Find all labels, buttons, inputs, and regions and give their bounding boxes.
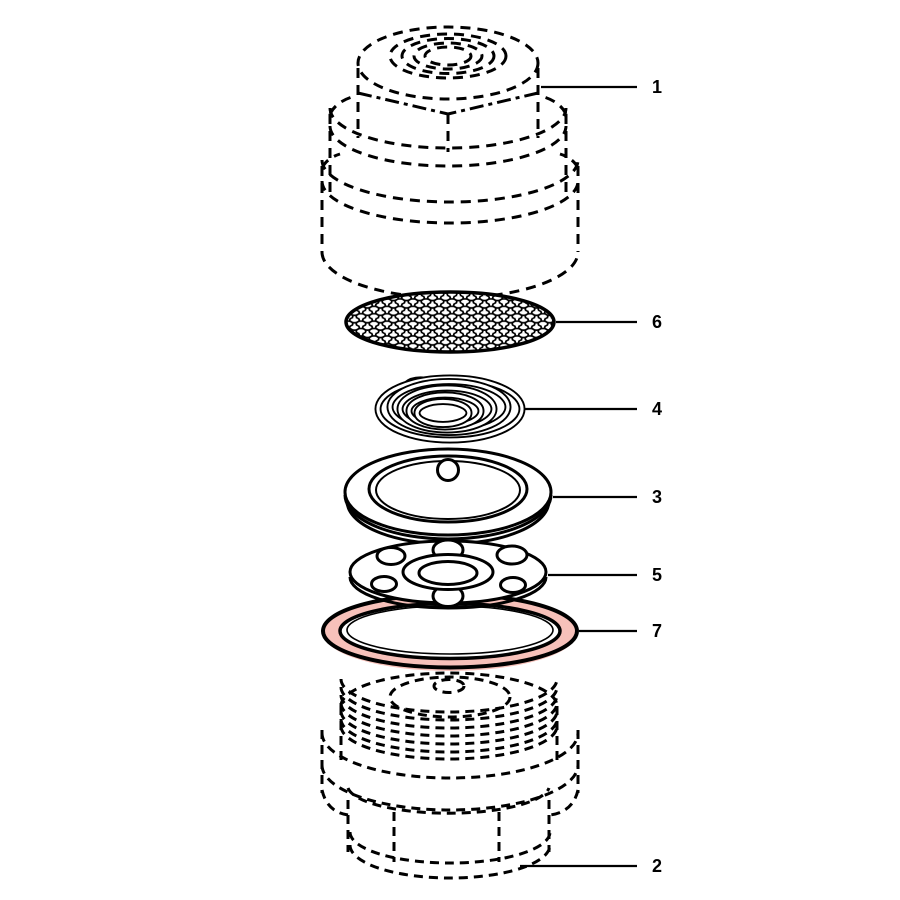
thread-bore-ring xyxy=(412,41,484,71)
plate-hole xyxy=(375,546,407,566)
plate-hole xyxy=(495,544,529,566)
hex-bottom-arc xyxy=(348,831,552,865)
leader-lines xyxy=(520,85,637,868)
step2-band-arc xyxy=(320,159,580,204)
thread-arc xyxy=(339,725,559,761)
plate-hole xyxy=(499,576,527,594)
shoulder-left-transition xyxy=(320,789,349,817)
hex-facet-line xyxy=(447,91,539,116)
o-ring-inner-contour xyxy=(346,605,554,655)
hex-top-arc xyxy=(346,787,551,815)
disc-bleed-hole xyxy=(436,458,460,482)
screen-mesh-disc xyxy=(344,290,556,354)
callout-label-3[interactable]: 3 xyxy=(652,487,662,507)
step1-right-curl xyxy=(543,95,568,115)
callout-label-5[interactable]: 5 xyxy=(652,565,662,585)
callout-label-6[interactable]: 6 xyxy=(652,312,662,332)
callout-numbers: 1 6 4 3 5 7 2 xyxy=(652,77,662,876)
thread-arc xyxy=(339,678,559,714)
part-poppet-disc[interactable] xyxy=(343,447,553,546)
part-seat-plate[interactable] xyxy=(348,538,548,610)
hex-bottom-arc xyxy=(348,844,552,880)
part-filter-screen[interactable] xyxy=(344,290,556,354)
callout-label-7[interactable]: 7 xyxy=(652,621,662,641)
shoulder-band-arc xyxy=(320,732,580,780)
shoulder-right-transition xyxy=(549,789,580,817)
plate-hole xyxy=(370,575,398,593)
part-lower-body[interactable] xyxy=(320,671,580,880)
thread-bore-ring xyxy=(400,37,496,75)
step1-band-arc xyxy=(328,107,568,150)
thread-bore-ring xyxy=(388,32,508,80)
step1-left-curl xyxy=(328,95,353,115)
step2-band-arc xyxy=(320,180,580,225)
thread-arc xyxy=(339,686,559,722)
part-o-ring-highlighted[interactable] xyxy=(321,592,579,672)
thread-arc xyxy=(339,710,559,746)
shoulder-band-arc xyxy=(320,764,580,812)
callout-label-4[interactable]: 4 xyxy=(652,399,662,419)
lower-boss-ring xyxy=(432,678,466,694)
thread-arc xyxy=(339,718,559,754)
part-upper-body-cap[interactable] xyxy=(320,25,580,300)
step1-band-arc xyxy=(328,125,568,168)
callout-label-2[interactable]: 2 xyxy=(652,856,662,876)
hex-top-face-ellipse xyxy=(356,25,540,101)
thread-top-arc xyxy=(339,671,559,707)
plate-center-hole xyxy=(417,560,479,586)
part-spring[interactable] xyxy=(374,374,526,444)
thread-arc xyxy=(339,702,559,738)
o-ring-inner-edge xyxy=(338,601,562,661)
disc-recess-outer xyxy=(367,454,529,524)
thread-bore-ring xyxy=(423,45,473,67)
lower-boss-ring xyxy=(388,675,512,719)
hex-facet-line xyxy=(357,91,449,116)
callout-label-1[interactable]: 1 xyxy=(652,77,662,97)
thread-arc xyxy=(339,694,559,730)
